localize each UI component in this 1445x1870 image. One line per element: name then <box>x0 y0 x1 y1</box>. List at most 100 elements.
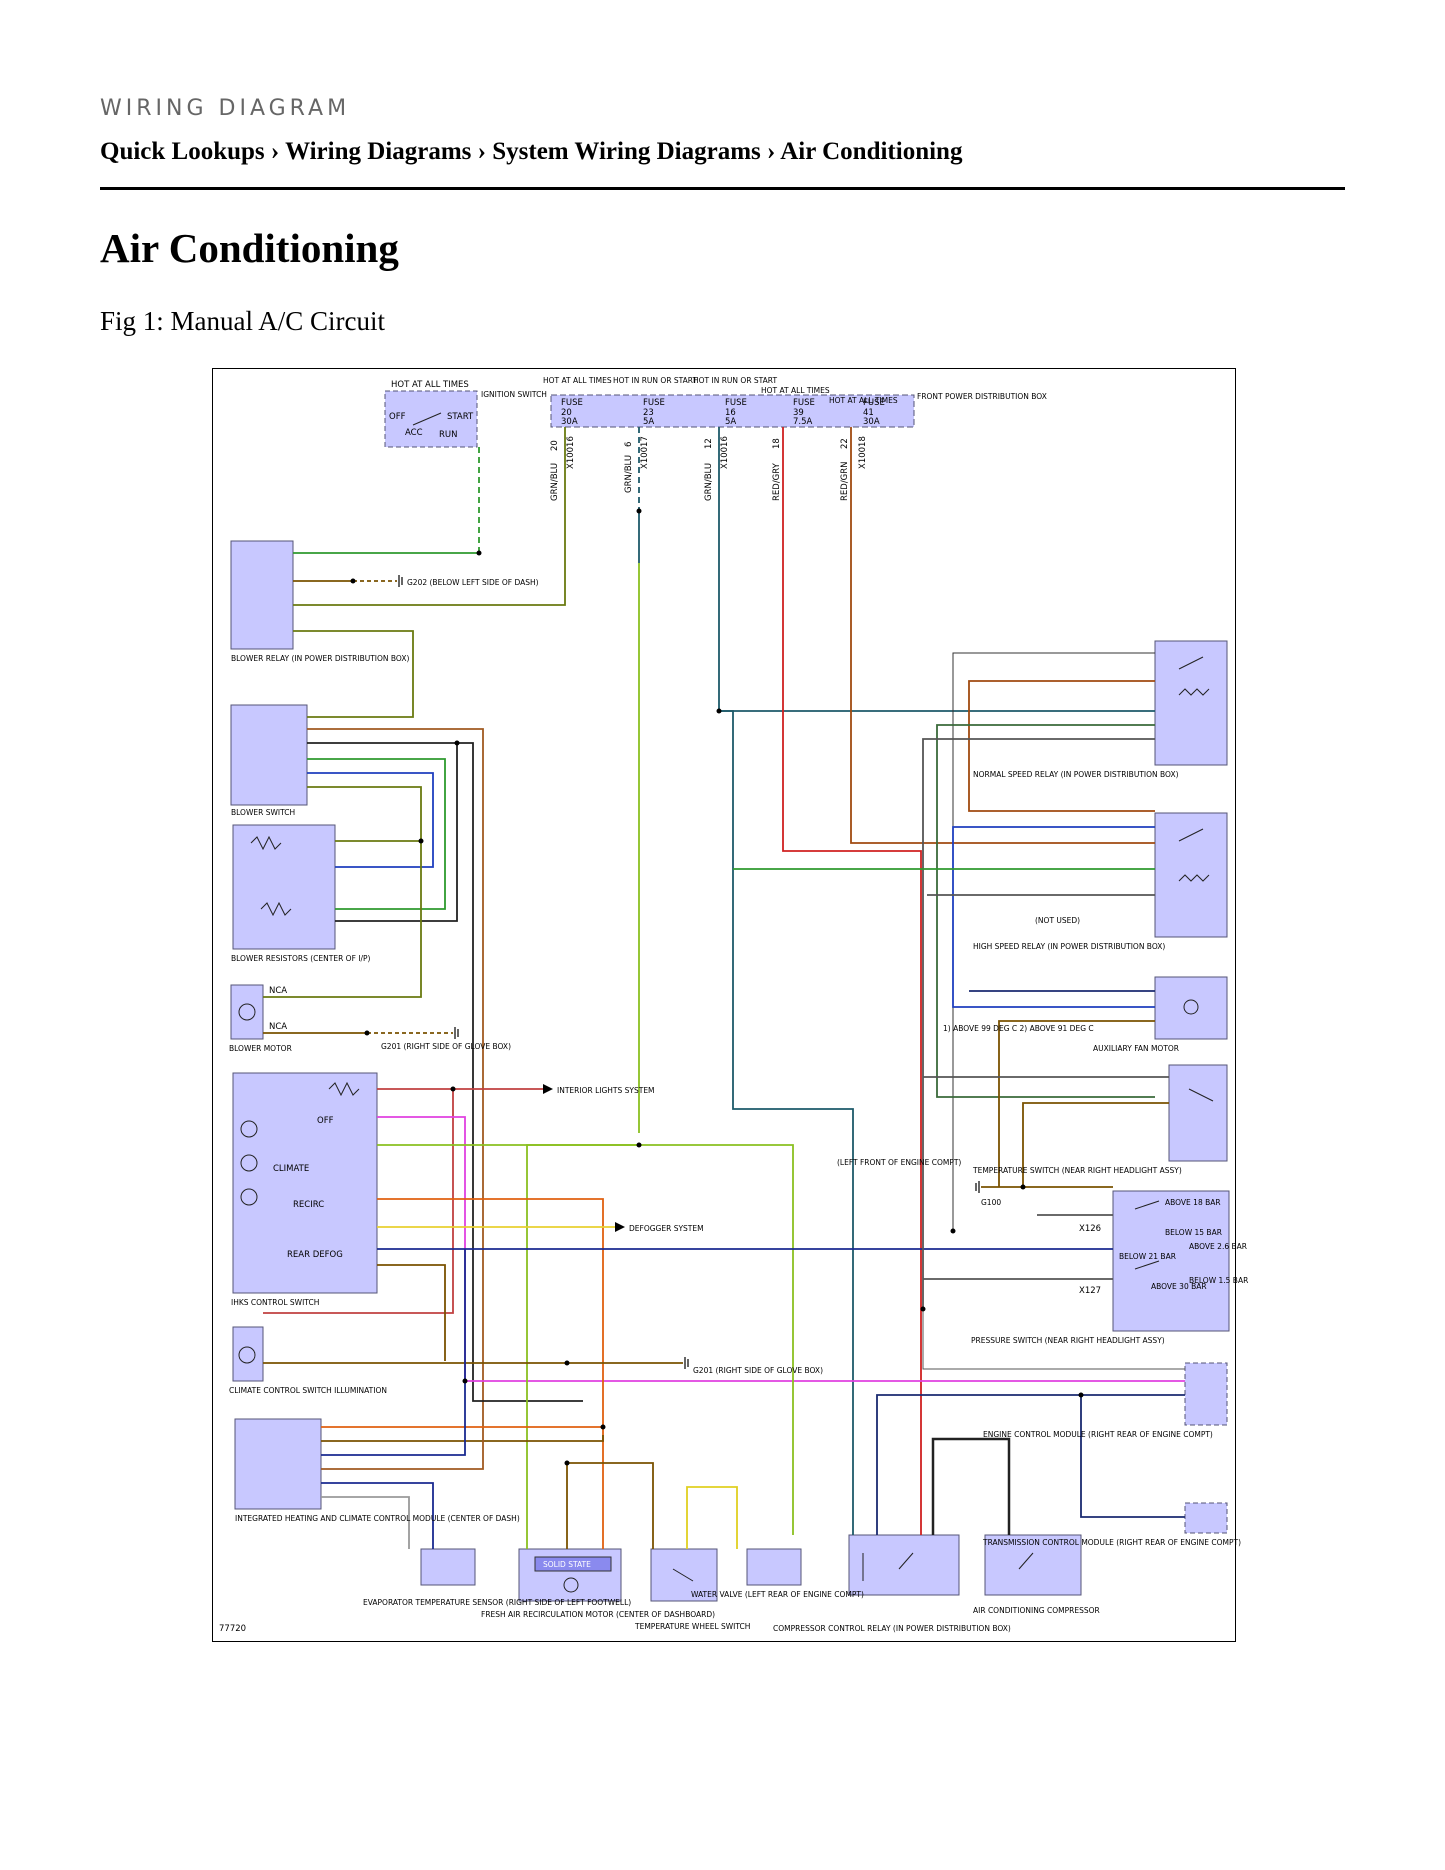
breadcrumb-item-system-wiring-diagrams[interactable]: System Wiring Diagrams <box>492 138 761 165</box>
label-blower-resistors: BLOWER RESISTORS (CENTER OF I/P) <box>231 954 371 963</box>
label-ign-off: OFF <box>389 412 406 422</box>
evap-sensor-box <box>420 1548 476 1586</box>
resistor-symbol <box>260 901 292 917</box>
fuse-wire: GRN/BLU <box>550 463 560 501</box>
blower-switch-box <box>230 704 308 806</box>
section-label: WIRING DIAGRAM <box>100 96 351 121</box>
pressure-switch-box <box>1112 1190 1230 1332</box>
label-below15: BELOW 15 BAR <box>1165 1228 1222 1237</box>
bulb-icon <box>240 1120 258 1138</box>
fuse-amps: 7.5A <box>793 417 813 427</box>
wire-brn-ts1 <box>1022 1102 1169 1187</box>
blower-motor-box <box>230 984 264 1040</box>
motor-icon <box>1183 999 1199 1015</box>
fuse-name: FUSE <box>561 398 583 408</box>
wire-blkgry-n5 <box>922 738 1155 1309</box>
label-ihks-off: OFF <box>317 1116 334 1126</box>
label-normal-relay: NORMAL SPEED RELAY (IN POWER DISTRIBUTIO… <box>973 770 1179 779</box>
wire-blkblu-tcm <box>1080 1395 1185 1518</box>
fuse-pin: 20 <box>550 440 560 451</box>
fuse-name: FUSE <box>863 398 885 408</box>
switch-symbol <box>412 412 442 426</box>
wire-blkgrn-n8 <box>936 724 1155 1098</box>
resistor-symbol <box>328 1081 360 1097</box>
wire-blk-res <box>335 743 458 922</box>
breadcrumb-item-quick-lookups[interactable]: Quick Lookups <box>100 138 265 165</box>
breadcrumb-separator: › <box>270 138 280 165</box>
label-ign-run: RUN <box>439 430 458 440</box>
wire-redyel-ihks8 <box>377 1198 604 1549</box>
wire-grnyel-ihks7b <box>526 1144 639 1549</box>
fuse-pin: 6 <box>624 442 634 447</box>
ac-comp-box <box>984 1534 1082 1596</box>
fuse-state: HOT IN RUN OR START <box>613 376 697 385</box>
ihcm-box <box>234 1418 322 1510</box>
fuse-box <box>550 394 915 428</box>
breadcrumb-separator: › <box>767 138 776 165</box>
label-g201: G201 (RIGHT SIDE OF GLOVE BOX) <box>381 1042 511 1051</box>
bulb-icon <box>240 1154 258 1172</box>
fuse-num: 39 <box>793 408 804 418</box>
figure-id: 77720 <box>219 1624 246 1634</box>
label-above26: ABOVE 2.6 BAR <box>1189 1242 1247 1251</box>
temp-switch-box <box>1168 1064 1228 1162</box>
fuse-wire: GRN/BLU <box>624 455 634 493</box>
label-fpdb: FRONT POWER DISTRIBUTION BOX <box>917 392 1047 401</box>
wire-blkblu-ecm48 <box>876 1394 1185 1535</box>
label-above30: ABOVE 30 BAR <box>1151 1282 1207 1291</box>
header-divider <box>100 187 1345 190</box>
breadcrumb-item-wiring-diagrams[interactable]: Wiring Diagrams <box>285 138 472 165</box>
wire-grnbrn-sw3 <box>307 786 422 842</box>
wire-grnblu-f16 <box>718 427 854 1535</box>
wire-gry-ihcm6 <box>321 1496 410 1549</box>
switch-symbol <box>1178 656 1204 670</box>
motor-icon <box>238 1003 256 1021</box>
motor-icon <box>563 1577 579 1593</box>
label-temp-switch: TEMPERATURE SWITCH (NEAR RIGHT HEADLIGHT… <box>972 1166 1182 1175</box>
ignition-switch-box <box>384 390 478 448</box>
normal-relay-box <box>1154 640 1228 766</box>
label-ac-comp: AIR CONDITIONING COMPRESSOR <box>973 1606 1100 1615</box>
label-tcm: TRANSMISSION CONTROL MODULE (RIGHT REAR … <box>982 1538 1241 1547</box>
blower-resistors-box <box>232 824 336 950</box>
label-recirc-motor: FRESH AIR RECIRCULATION MOTOR (CENTER OF… <box>481 1610 715 1619</box>
breadcrumb: Quick Lookups › Wiring Diagrams › System… <box>100 138 962 166</box>
label-blower-relay: BLOWER RELAY (IN POWER DISTRIBUTION BOX) <box>231 654 409 663</box>
wire-brn-ihcm2 <box>321 1435 604 1442</box>
wire-yelbrn-wheel <box>686 1486 738 1549</box>
breadcrumb-item-air-conditioning[interactable]: Air Conditioning <box>780 138 963 165</box>
label-blower-switch: BLOWER SWITCH <box>231 808 295 817</box>
label-ihks: IHKS CONTROL SWITCH <box>231 1298 319 1307</box>
label-g100-loc: (LEFT FRONT OF ENGINE COMPT) <box>837 1158 961 1167</box>
label-g201: G201 (RIGHT SIDE OF GLOVE BOX) <box>693 1366 823 1375</box>
breadcrumb-separator: › <box>477 138 486 165</box>
label-comp-relay: COMPRESSOR CONTROL RELAY (IN POWER DISTR… <box>773 1624 1011 1633</box>
fuse-num: 16 <box>725 408 736 418</box>
fuse-wire: GRN/BLU <box>704 463 714 501</box>
temp-wheel-box <box>650 1548 718 1602</box>
label-aux-fan: AUXILIARY FAN MOTOR <box>1093 1044 1179 1053</box>
wire-redgrn-n6 <box>968 680 1155 812</box>
resistor-symbol <box>250 835 282 851</box>
tcm-box <box>1184 1502 1228 1534</box>
label-ign-start: START <box>447 412 474 422</box>
wire-blkredyel <box>931 1437 1011 1535</box>
label-blower-motor: BLOWER MOTOR <box>229 1044 292 1053</box>
fuse-num: 41 <box>863 408 874 418</box>
coil-symbol <box>1178 688 1210 696</box>
fuse-pin: 12 <box>704 438 714 449</box>
comp-relay-box <box>848 1534 960 1596</box>
wire-brn-wheel <box>567 1462 654 1549</box>
wire-blk-sw7 <box>307 742 583 1402</box>
label-evap-sensor: EVAPORATOR TEMPERATURE SENSOR (RIGHT SID… <box>363 1598 631 1607</box>
fuse-state: HOT AT ALL TIMES <box>829 396 898 405</box>
page-title: Air Conditioning <box>100 225 399 271</box>
aux-fan-box <box>1154 976 1228 1040</box>
wire-brn-aux1 <box>998 1020 1155 1187</box>
label-climate-illum: CLIMATE CONTROL SWITCH ILLUMINATION <box>229 1386 387 1395</box>
label-ihks-rear-defog: REAR DEFOG <box>287 1250 343 1260</box>
wire-blu-sw2 <box>307 772 434 868</box>
wire-grnred-ihcm4 <box>321 1439 484 1470</box>
wire-blu-h2 <box>952 826 1155 1008</box>
diagram-labels: HOT AT ALL TIMES IGNITION SWITCH OFF ACC… <box>219 376 1248 1634</box>
